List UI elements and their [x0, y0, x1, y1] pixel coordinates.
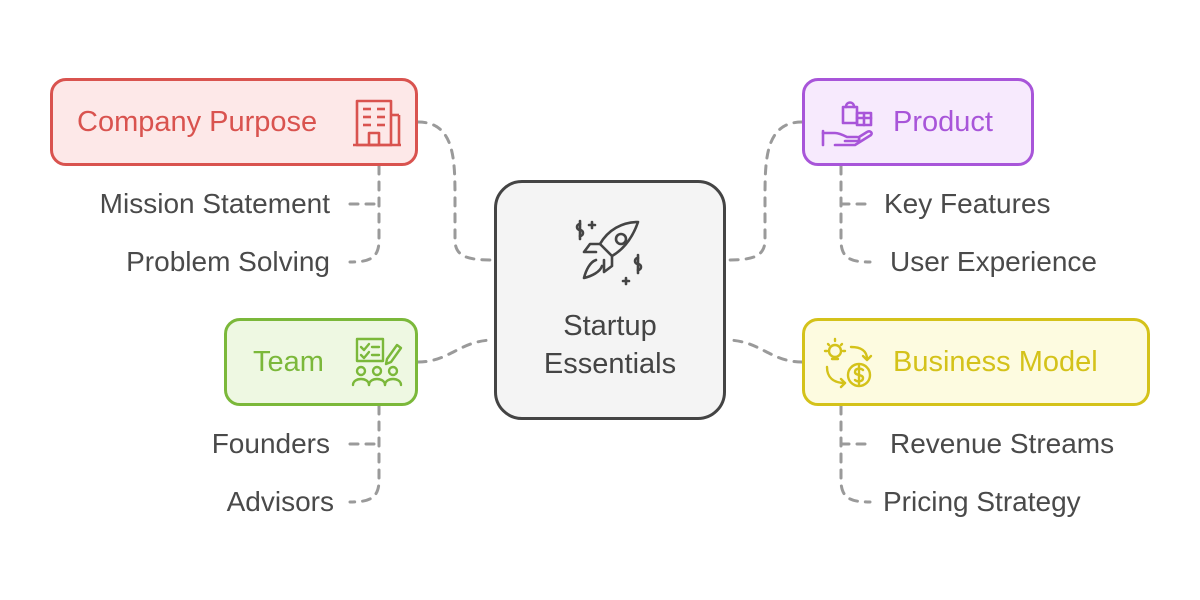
connector-bm-items	[839, 404, 872, 504]
company-purpose-item-2: Problem Solving	[126, 246, 330, 277]
product-item-1: Key Features	[884, 188, 1051, 219]
company-purpose-node[interactable]: Company Purpose	[50, 78, 418, 166]
connector-product-items	[839, 164, 872, 264]
team-item-1: Founders	[211, 428, 330, 459]
company-purpose-label: Company Purpose	[77, 105, 318, 138]
product-hand-icon	[819, 97, 875, 154]
center-label-line1: Startup	[563, 309, 657, 342]
team-label: Team	[253, 345, 324, 378]
connector-product	[724, 120, 804, 262]
connector-business-model	[724, 338, 804, 364]
connector-team	[416, 338, 496, 364]
connector-cp-items	[348, 164, 381, 264]
product-label: Product	[893, 105, 993, 138]
team-node[interactable]: Team	[224, 318, 418, 406]
connector-company-purpose	[416, 120, 496, 262]
business-model-icon	[823, 337, 875, 394]
team-item-2: Advisors	[226, 486, 334, 517]
business-model-item-2: Pricing Strategy	[883, 486, 1081, 517]
building-icon	[351, 97, 403, 154]
connector-team-items	[348, 404, 381, 504]
rocket-icon	[572, 218, 648, 293]
business-model-label: Business Model	[893, 345, 1098, 378]
company-purpose-item-1: Mission Statement	[99, 188, 330, 219]
product-item-2: User Experience	[890, 246, 1097, 277]
team-icon	[351, 337, 403, 394]
business-model-node[interactable]: Business Model	[802, 318, 1150, 406]
business-model-item-1: Revenue Streams	[890, 428, 1115, 459]
center-label-line2: Essentials	[543, 347, 677, 380]
startup-essentials-node[interactable]: Startup Essentials	[494, 180, 726, 420]
product-node[interactable]: Product	[802, 78, 1034, 166]
